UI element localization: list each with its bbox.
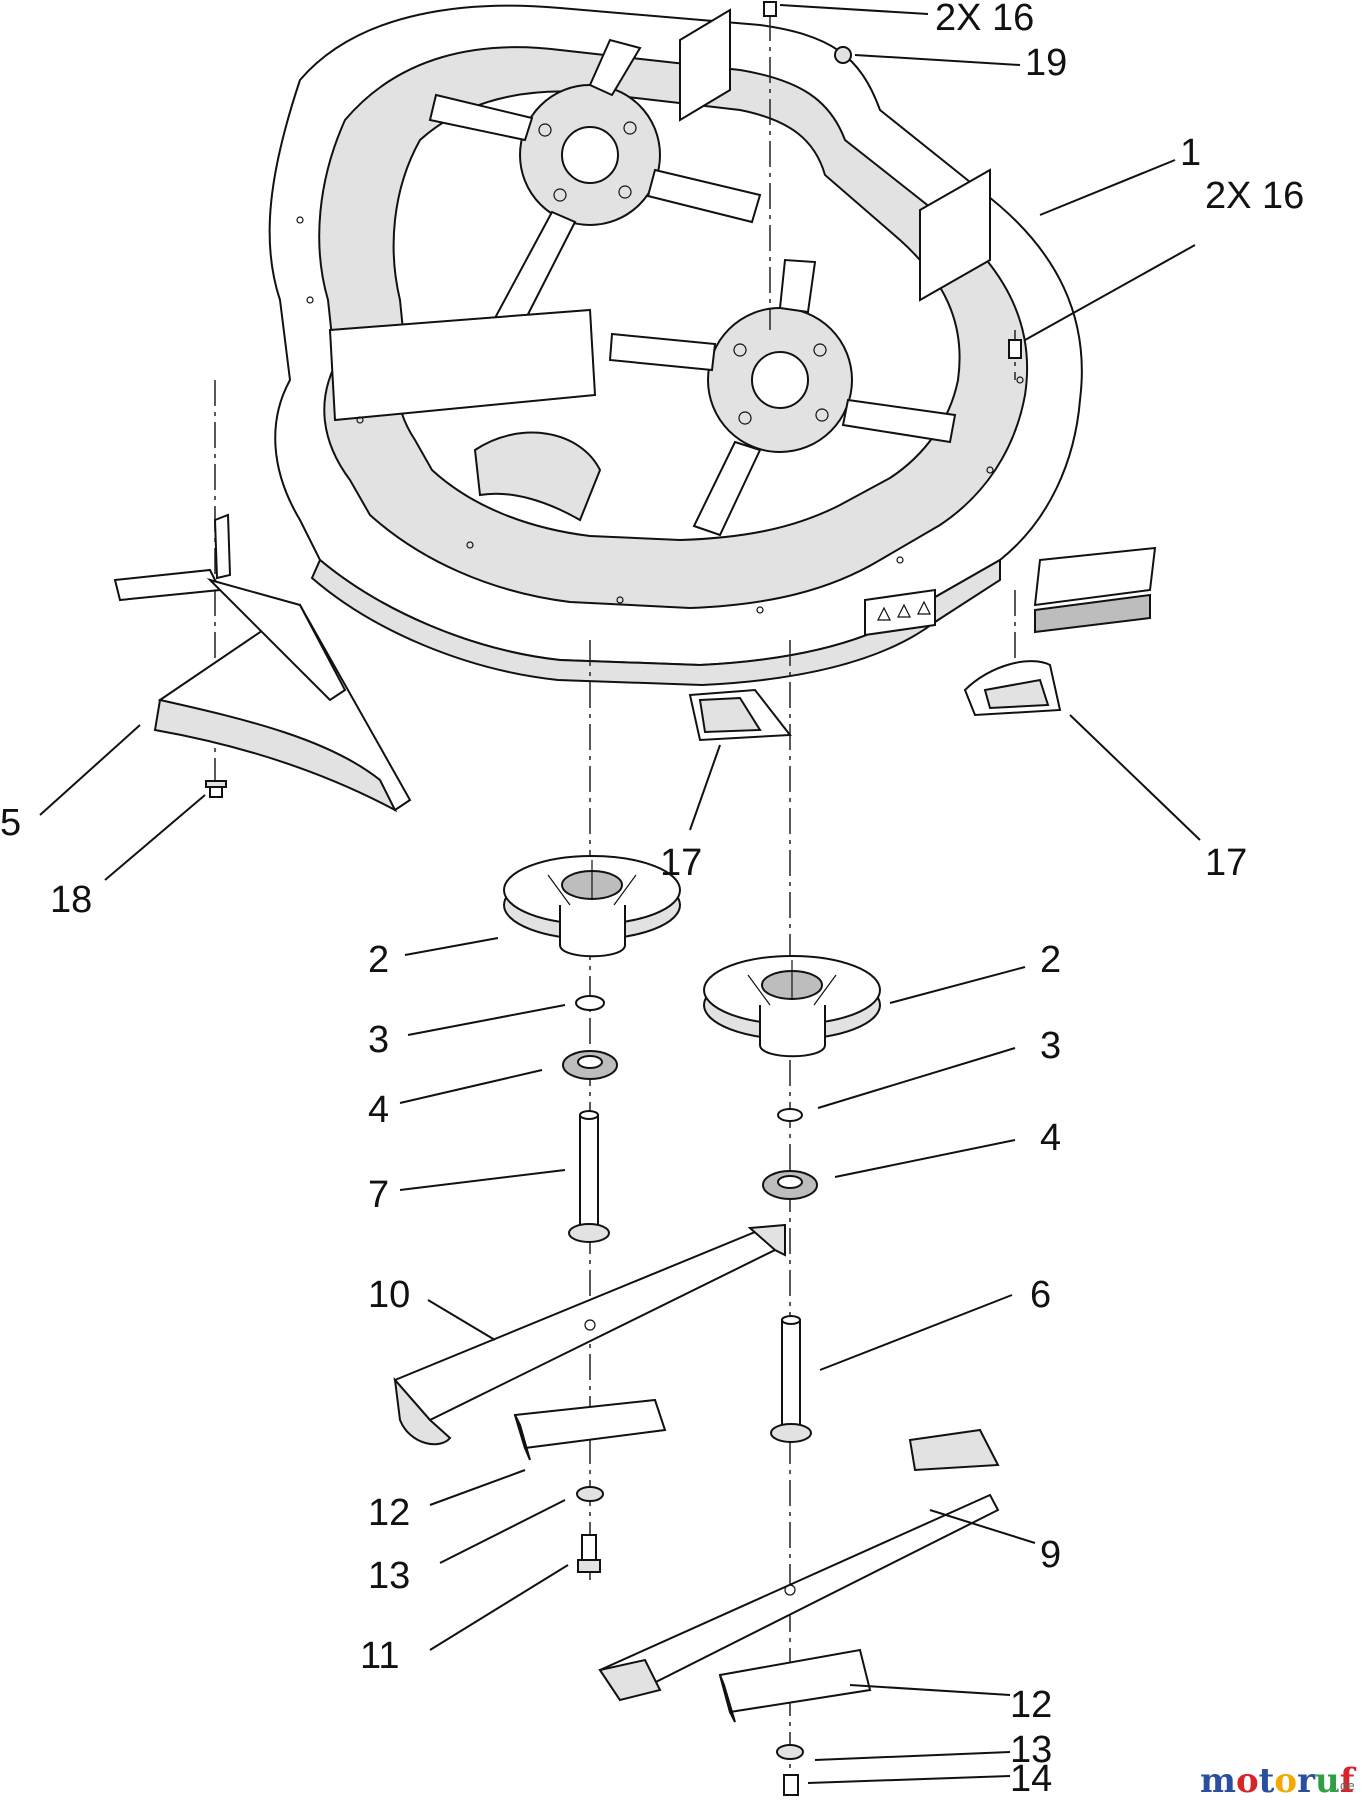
- callout-12-left: 12: [368, 1492, 410, 1534]
- callout-13-left: 13: [368, 1555, 410, 1597]
- callout-10: 10: [368, 1274, 410, 1316]
- callout-13-right: 13: [1010, 1729, 1052, 1771]
- deck-bumper-right: [963, 660, 1062, 717]
- svg-text:.de: .de: [1336, 1779, 1355, 1793]
- callout-18: 18: [50, 879, 92, 921]
- screw-16-right: [1008, 339, 1022, 359]
- callout-2-right: 2: [1040, 939, 1061, 981]
- leader-lines: [39, 4, 1201, 1784]
- callout-2-left: 2: [368, 939, 389, 981]
- callout-7: 7: [368, 1174, 389, 1216]
- right-spindle-mount: [608, 258, 957, 537]
- spindle-shaft-6: [770, 1315, 812, 1443]
- deck-side-plate: [1033, 546, 1157, 607]
- spindle-shaft-7: [568, 1110, 610, 1243]
- callout-19: 19: [1025, 42, 1067, 84]
- deck-bumper-center: [688, 688, 792, 742]
- callout-9: 9: [1040, 1534, 1061, 1576]
- callout-1: 1: [1180, 132, 1201, 174]
- spacer-3-right: [777, 1108, 803, 1122]
- callout-14: 14: [1010, 1758, 1052, 1800]
- callout-12-right: 12: [1010, 1684, 1052, 1726]
- callout-3-right: 3: [1040, 1025, 1061, 1067]
- blade-bolt-11: [577, 1534, 601, 1573]
- left-spindle-mount: [428, 38, 762, 332]
- bearing-4-left: [562, 1050, 618, 1080]
- discharge-deflector: [113, 513, 412, 813]
- callout-17-center: 17: [660, 842, 702, 884]
- washer-13-left: [576, 1486, 604, 1502]
- blade-bolt-14: [783, 1774, 799, 1796]
- part-callouts: 2X 16 19 1 2X 16 5 18 17 17 2 2 3 3 4 4 …: [0, 0, 1304, 1800]
- svg-text:motoruf: motoruf: [1200, 1761, 1357, 1800]
- bearing-4-right: [762, 1170, 818, 1200]
- callout-5: 5: [0, 802, 21, 844]
- screw-16-top: [763, 1, 777, 17]
- baffle-plate-right: [919, 168, 991, 302]
- baffle-plate-left: [328, 308, 597, 422]
- motoruf-watermark-logo: motoruf .de: [1200, 1761, 1357, 1800]
- callout-3-left: 3: [368, 1019, 389, 1061]
- deflector-bolt: [205, 780, 227, 798]
- callout-4-left: 4: [368, 1089, 389, 1131]
- blade-9-right: [598, 1428, 1000, 1702]
- spindle-housing-right: [703, 955, 881, 1058]
- blade-10-left: [393, 1223, 786, 1446]
- callout-4-right: 4: [1040, 1117, 1061, 1159]
- callout-2x16-top: 2X 16: [935, 0, 1034, 39]
- blade-adapter-12-left: [513, 1398, 667, 1461]
- nut-19: [834, 46, 852, 64]
- spacer-3-left: [575, 995, 605, 1011]
- washer-13-right: [776, 1744, 804, 1760]
- blade-adapter-12-right: [718, 1648, 872, 1723]
- callout-6: 6: [1030, 1274, 1051, 1316]
- callout-11: 11: [360, 1635, 399, 1677]
- mower-deck-housing: [268, 4, 1083, 687]
- baffle-plate-top: [679, 8, 731, 122]
- callout-17-right: 17: [1205, 842, 1247, 884]
- spindle-housing-left: [503, 855, 681, 958]
- callout-2x16-right: 2X 16: [1205, 175, 1304, 217]
